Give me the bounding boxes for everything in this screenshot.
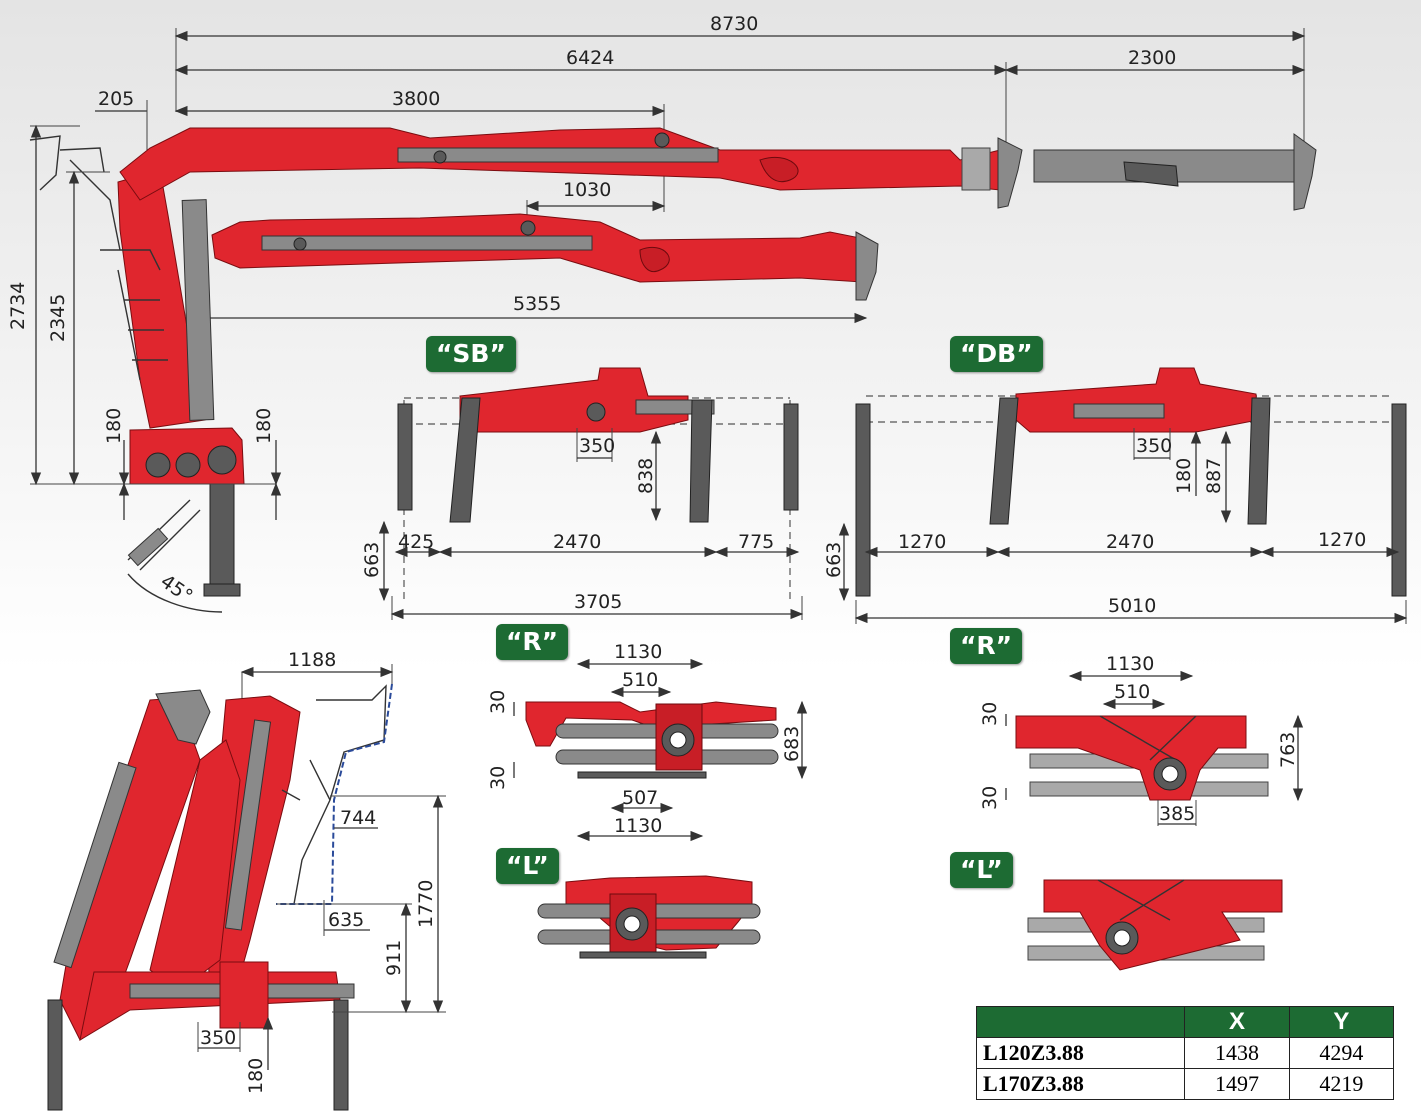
db-dim-1270-left: 1270 [898, 531, 946, 553]
spec-x: 1497 [1184, 1068, 1290, 1100]
spec-model: L170Z3.88 [975, 1068, 1186, 1100]
fold-dim-635: 635 [328, 909, 364, 931]
sb-dim-775: 775 [738, 531, 774, 553]
sb-dim-2470: 2470 [553, 531, 601, 553]
db-dim-5010: 5010 [1108, 595, 1156, 617]
sb-dim-350: 350 [579, 435, 615, 457]
label-r-left: “R” [496, 624, 569, 660]
sb-outrigger-view: 350 838 425 2470 775 663 3705 [361, 367, 804, 620]
db-dim-180: 180 [1173, 458, 1195, 494]
spec-header-x: X [1184, 1006, 1290, 1038]
spec-y: 4219 [1288, 1068, 1395, 1100]
dim-5355: 5355 [513, 293, 561, 315]
dim-180-right: 180 [253, 408, 275, 444]
fold-dim-1770: 1770 [415, 880, 437, 928]
rr-dim-1130: 1130 [1106, 653, 1154, 675]
fold-dim-350: 350 [200, 1027, 236, 1049]
dim-2734: 2734 [7, 282, 29, 330]
sb-dim-838: 838 [635, 458, 657, 494]
rr-dim-30-top: 30 [979, 702, 1001, 726]
rl-dim-510: 510 [622, 669, 658, 691]
table-row: L170Z3.88 1497 4219 [975, 1068, 1395, 1100]
label-db: “DB” [950, 336, 1043, 372]
dim-2300: 2300 [1128, 47, 1176, 69]
fold-dim-744: 744 [340, 807, 376, 829]
rl-dim-683: 683 [781, 726, 803, 762]
dim-3800: 3800 [392, 88, 440, 110]
l-top-view-right [1027, 879, 1283, 971]
spec-header-y: Y [1288, 1006, 1395, 1038]
dim-180-left: 180 [103, 408, 125, 444]
spec-x: 1438 [1184, 1037, 1290, 1069]
dim-8730: 8730 [710, 13, 758, 35]
rl-dim-1130-bottom: 1130 [614, 815, 662, 837]
label-l-right: “L” [950, 852, 1013, 888]
rr-dim-30-bottom: 30 [979, 786, 1001, 810]
db-dim-887: 887 [1203, 458, 1225, 494]
dim-angle: 45° [156, 570, 196, 607]
top-dimensions: 8730 6424 2300 205 3800 1030 5355 [95, 13, 1306, 324]
spec-header-blank [975, 1006, 1186, 1038]
label-sb: “SB” [426, 336, 516, 372]
label-l-left: “L” [496, 848, 559, 884]
dim-6424: 6424 [566, 47, 614, 69]
fold-dim-911: 911 [383, 940, 405, 976]
fold-dim-180: 180 [245, 1058, 267, 1094]
label-r-right: “R” [950, 628, 1023, 664]
crane-side-view: 45° [29, 127, 1317, 613]
rl-dim-1130-top: 1130 [614, 641, 662, 663]
table-row: L120Z3.88 1438 4294 [975, 1037, 1395, 1069]
db-dim-350: 350 [1136, 435, 1172, 457]
dim-205: 205 [98, 88, 134, 110]
sb-dim-425: 425 [398, 531, 434, 553]
db-dim-1270-right: 1270 [1318, 529, 1366, 551]
left-dimensions: 2734 2345 180 180 [7, 124, 282, 520]
rl-dim-30-bottom: 30 [487, 766, 509, 790]
r-top-view-left: 1130 510 30 30 683 507 1130 [487, 641, 808, 842]
r-top-view-right: 1130 510 30 30 763 385 [979, 653, 1304, 826]
l-top-view-left [537, 875, 761, 959]
db-outrigger-view: 350 180 887 1270 2470 1270 663 5010 [823, 367, 1408, 624]
db-dim-2470: 2470 [1106, 531, 1154, 553]
spec-model: L120Z3.88 [975, 1037, 1186, 1069]
rr-dim-763: 763 [1277, 732, 1299, 768]
db-dim-663: 663 [823, 542, 845, 578]
rl-dim-507: 507 [622, 787, 658, 809]
sb-dim-663: 663 [361, 542, 383, 578]
spec-table: X Y L120Z3.88 1438 4294 L170Z3.88 1497 4… [975, 1006, 1395, 1100]
fold-dim-1188: 1188 [288, 649, 336, 671]
rr-dim-510: 510 [1114, 681, 1150, 703]
folded-crane-view: 1188 744 635 911 1770 350 180 [47, 649, 446, 1111]
spec-y: 4294 [1288, 1037, 1395, 1069]
dim-2345: 2345 [47, 294, 69, 342]
rr-dim-385: 385 [1159, 803, 1195, 825]
spec-header-row: X Y [975, 1006, 1395, 1038]
rl-dim-30-top: 30 [487, 690, 509, 714]
dim-1030: 1030 [563, 179, 611, 201]
sb-dim-3705: 3705 [574, 591, 622, 613]
